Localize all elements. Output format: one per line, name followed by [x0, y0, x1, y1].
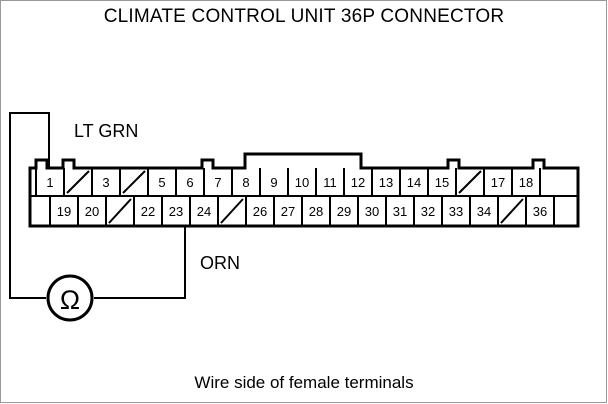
- pin-number: 32: [421, 204, 435, 219]
- wire-label-orn: ORN: [200, 253, 240, 273]
- wire-path-orn: [94, 226, 186, 299]
- pin-number: 10: [295, 175, 309, 190]
- bottom-row-blank-cavity: [500, 198, 524, 224]
- ohmmeter-circle: [46, 274, 94, 322]
- pin-number: 6: [186, 175, 193, 190]
- pin-number: 5: [158, 175, 165, 190]
- pin-number: 1: [46, 175, 53, 190]
- connector-body: [28, 152, 580, 228]
- pin-number: 17: [491, 175, 505, 190]
- pin-number: 15: [435, 175, 449, 190]
- pin-number: 3: [102, 175, 109, 190]
- ohm-icon: Ω: [60, 285, 80, 315]
- pin-number: 30: [365, 204, 379, 219]
- pin-number: 18: [519, 175, 533, 190]
- page-title: CLIMATE CONTROL UNIT 36P CONNECTOR: [103, 6, 505, 27]
- pin-number: 12: [351, 175, 365, 190]
- wire-path-lt-grn: [9, 112, 50, 299]
- pin-number: 28: [309, 204, 323, 219]
- pin-number: 14: [407, 175, 421, 190]
- pin-number: 23: [169, 204, 183, 219]
- pin-number: 20: [85, 204, 99, 219]
- pin-number: 19: [57, 204, 71, 219]
- pin-number: 33: [449, 204, 463, 219]
- bottom-row-blank-cavity: [108, 198, 132, 224]
- pin-number: 26: [253, 204, 267, 219]
- pin-number: 11: [323, 175, 337, 190]
- pin-number: 29: [337, 204, 351, 219]
- pin-number: 24: [197, 204, 211, 219]
- pin-number: 13: [379, 175, 393, 190]
- connector-housing: [28, 152, 580, 228]
- pin-number: 34: [477, 204, 491, 219]
- ohmmeter-symbol: Ω: [46, 274, 94, 322]
- wiring-group: [9, 112, 186, 299]
- pin-number: 7: [214, 175, 221, 190]
- top-row-blank-cavity: [122, 170, 146, 194]
- bottom-row-blank-cavity: [220, 198, 244, 224]
- pin-number: 9: [270, 175, 277, 190]
- top-row-blank-cavity: [66, 170, 90, 194]
- wire-label-lt-grn: LT GRN: [74, 121, 139, 141]
- figure-caption: Wire side of female terminals: [194, 373, 414, 392]
- top-row-blank-cavity: [458, 170, 482, 194]
- pin-number: 8: [242, 175, 249, 190]
- pin-number: 27: [281, 204, 295, 219]
- pin-number: 22: [141, 204, 155, 219]
- pin-number: 36: [533, 204, 547, 219]
- pin-number: 31: [393, 204, 407, 219]
